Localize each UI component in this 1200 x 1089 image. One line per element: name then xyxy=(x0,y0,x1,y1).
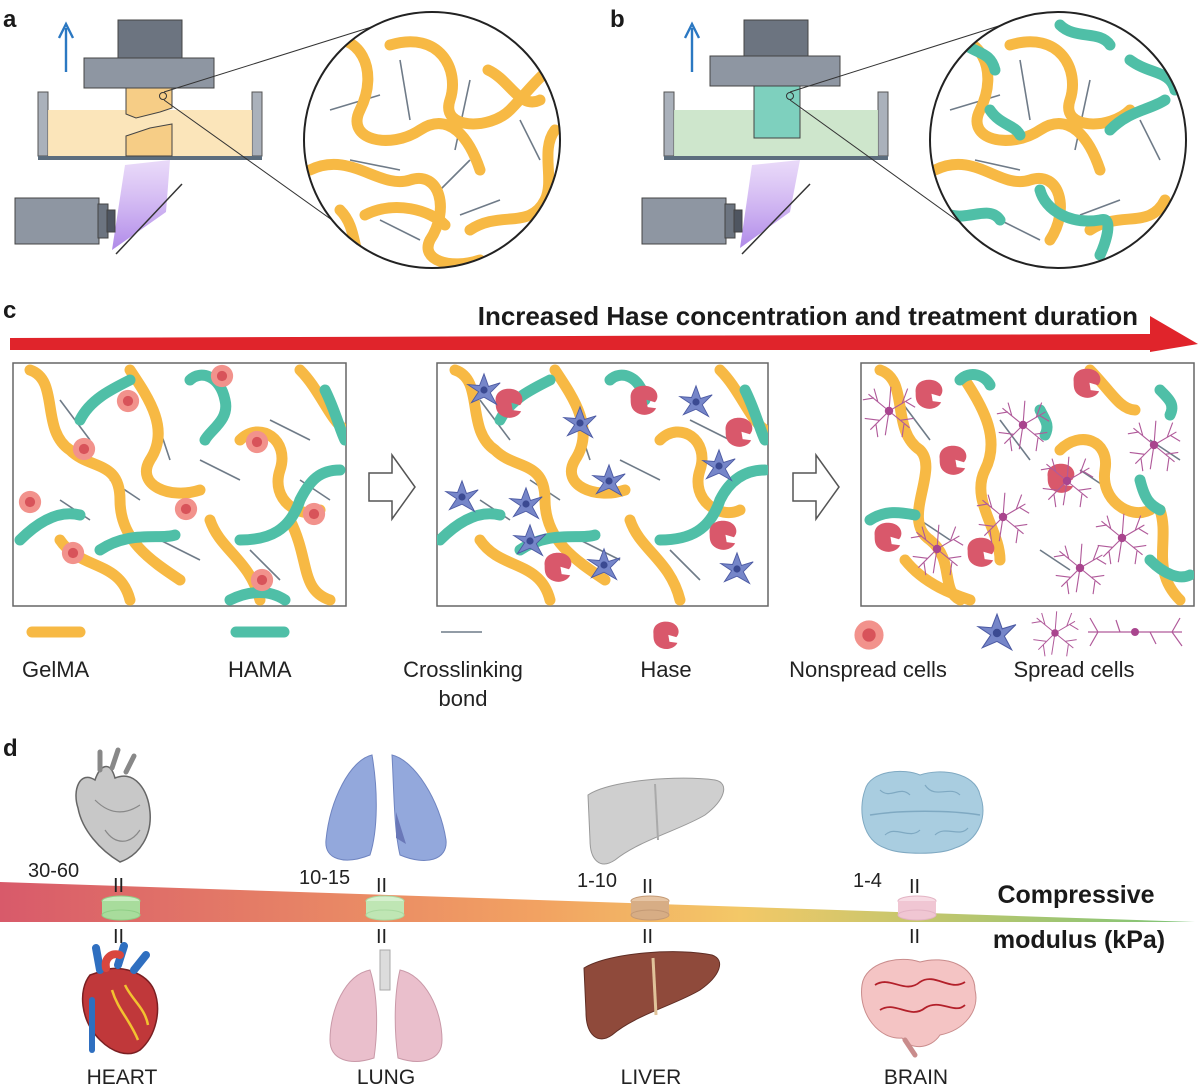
equals-symbol: II xyxy=(909,876,920,898)
equals-symbol: II xyxy=(642,926,653,948)
axis-label-2: modulus (kPa) xyxy=(993,926,1165,954)
brain-modulus-range: 1-4 xyxy=(853,870,882,892)
panel-b-zoom-circle xyxy=(929,11,1187,269)
real-lung-icon xyxy=(329,949,443,1062)
red-arrow-icon xyxy=(10,316,1198,352)
modulus-gradient-bar xyxy=(0,882,1195,922)
panel-b-bioprinter xyxy=(641,19,1006,256)
panel-label-d: d xyxy=(3,735,18,762)
gradient-arrow xyxy=(10,316,1198,352)
uv-light-beam xyxy=(112,160,170,250)
next-arrow-icon xyxy=(792,452,840,522)
legend-spread-label: Spread cells xyxy=(1013,657,1134,682)
legend: GelMA HAMA Crosslinking bond Hase Nonspr… xyxy=(22,610,1183,711)
panel-a-bioprinter xyxy=(14,19,382,256)
hydrogel-brain-icon xyxy=(861,770,984,854)
axis-label: Compressive xyxy=(997,881,1154,909)
panel-a-zoom-circle xyxy=(303,11,561,269)
organ-brain: 1-4 II II BRAIN xyxy=(853,770,984,1089)
projector-body xyxy=(14,197,100,245)
legend-hase-icon xyxy=(653,621,679,650)
legend-spread-pink-icon xyxy=(1031,610,1079,657)
real-liver-icon xyxy=(583,951,721,1040)
mirror xyxy=(115,183,183,255)
legend-nonspread-label: Nonspread cells xyxy=(789,657,947,682)
organ-liver: 1-10 II II LIVER xyxy=(577,777,725,1089)
equals-symbol: II xyxy=(909,926,920,948)
lung-modulus-range: 10-15 xyxy=(299,867,350,889)
printer-head-top xyxy=(117,19,183,63)
hydrogel-box-middle xyxy=(436,362,769,607)
organ-label-liver: LIVER xyxy=(621,1066,682,1089)
equals-symbol: II xyxy=(642,876,653,898)
liver-modulus-range: 1-10 xyxy=(577,870,617,892)
legend-crosslink-label: Crosslinking xyxy=(403,657,523,682)
legend-nonspread-cell-icon xyxy=(854,620,884,650)
organ-label-heart: HEART xyxy=(87,1066,158,1089)
hydrogel-box-final xyxy=(860,362,1195,607)
next-arrow-icon xyxy=(368,452,416,522)
legend-spread-blue-icon xyxy=(977,613,1017,651)
legend-spread-long-icon xyxy=(1088,617,1183,647)
hydrogel-lung-icon xyxy=(325,754,447,861)
organ-heart: 30-60 II II HEART xyxy=(28,747,159,1089)
equals-symbol: II xyxy=(113,875,124,897)
organ-lung: 10-15 II II LUNG xyxy=(299,754,447,1089)
up-arrow-icon xyxy=(683,21,701,72)
hydrogel-liver-icon xyxy=(587,777,725,865)
legend-hase-label: Hase xyxy=(640,657,691,682)
panel-c-title: Increased Hase concentration and treatme… xyxy=(478,301,1138,331)
legend-crosslink-label-2: bond xyxy=(439,686,488,711)
legend-hama-label: HAMA xyxy=(228,657,292,682)
up-arrow-icon xyxy=(57,21,75,72)
organ-label-lung: LUNG xyxy=(357,1066,415,1089)
printed-construct xyxy=(753,85,801,139)
printer-plate xyxy=(83,57,215,89)
equals-symbol: II xyxy=(376,926,387,948)
hydrogel-heart-icon xyxy=(75,747,151,863)
real-heart-icon xyxy=(81,942,159,1055)
real-brain-icon xyxy=(861,958,977,1058)
equals-symbol: II xyxy=(113,926,124,948)
panel-label-a: a xyxy=(3,6,17,33)
hydrogel-box-initial xyxy=(12,362,347,607)
legend-gelma-label: GelMA xyxy=(22,657,90,682)
equals-symbol: II xyxy=(376,875,387,897)
heart-modulus-range: 30-60 xyxy=(28,860,79,882)
organ-label-brain: BRAIN xyxy=(884,1066,948,1089)
panel-label-c: c xyxy=(3,297,16,324)
uv-light-beam xyxy=(740,160,800,248)
panel-label-b: b xyxy=(610,6,625,33)
